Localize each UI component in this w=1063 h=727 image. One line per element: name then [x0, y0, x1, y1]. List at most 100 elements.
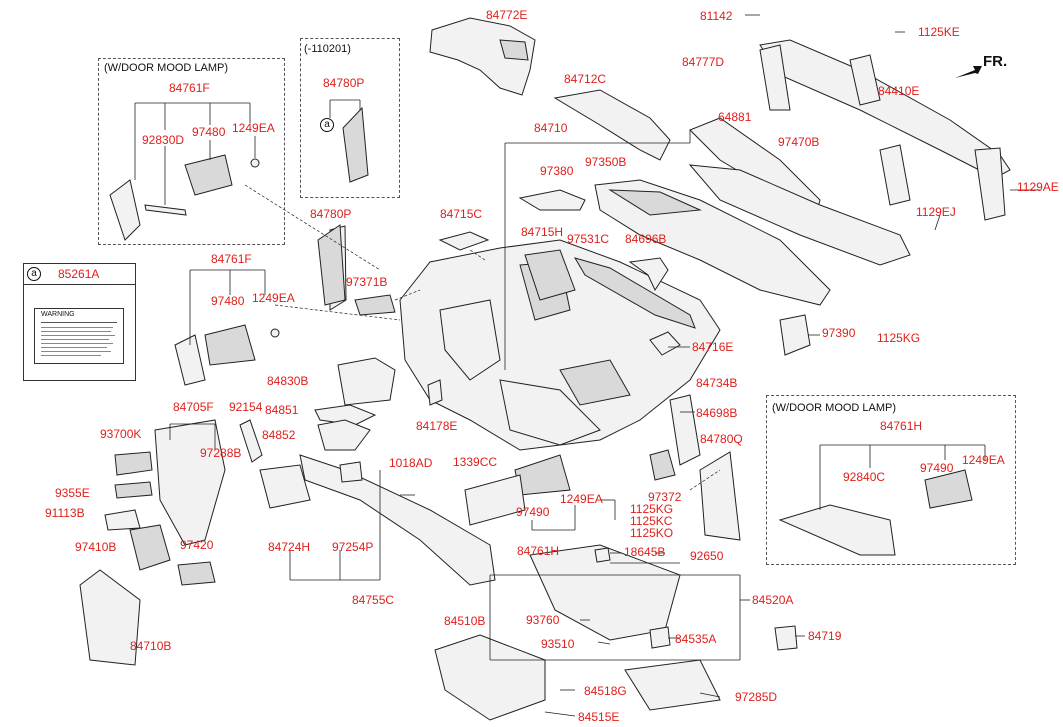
part-label-84710B[interactable]: 84710B	[130, 639, 172, 653]
mood-lamp-right-box	[766, 395, 1016, 565]
part-97420-vent	[177, 561, 216, 586]
part-label-84705F[interactable]: 84705F	[173, 400, 214, 414]
part-label-97470B[interactable]: 97470B	[778, 135, 820, 149]
part-label-93510[interactable]: 93510	[541, 637, 575, 651]
part-label-97288B[interactable]: 97288B	[200, 446, 242, 460]
part-label-97480-upper[interactable]: 97480	[192, 125, 226, 139]
part-label-97371B[interactable]: 97371B	[346, 275, 388, 289]
part-label-92154[interactable]: 92154	[229, 400, 263, 414]
part-label-84712C[interactable]: 84712C	[564, 72, 607, 86]
mood-lamp-right-title: (W/DOOR MOOD LAMP)	[772, 402, 897, 414]
part-label-84761H-right[interactable]: 84761H	[880, 419, 923, 433]
part-label-1129EJ[interactable]: 1129EJ	[916, 205, 956, 219]
part-label-84755C[interactable]: 84755C	[352, 593, 395, 607]
part-label-97420[interactable]: 97420	[180, 538, 214, 552]
part-label-92650[interactable]: 92650	[690, 549, 724, 563]
part-97380-shape	[518, 189, 586, 211]
part-label-84710[interactable]: 84710	[534, 121, 568, 135]
part-label-1249EA-right[interactable]: 1249EA	[962, 453, 1005, 467]
part-label-93760[interactable]: 93760	[526, 613, 560, 627]
part-label-84698B[interactable]: 84698B	[696, 406, 738, 420]
part-label-84734B[interactable]: 84734B	[696, 376, 738, 390]
part-84715C-shape	[438, 231, 490, 251]
part-label-92840C[interactable]: 92840C	[843, 470, 886, 484]
part-label-84772E[interactable]: 84772E	[486, 8, 528, 22]
part-84410E-crossbar	[759, 39, 1011, 179]
part-label-84510B[interactable]: 84510B	[444, 614, 486, 628]
part-97390-duct	[779, 314, 811, 356]
part-label-84780P-mid[interactable]: 84780P	[310, 207, 352, 221]
part-label-84780Q[interactable]: 84780Q	[700, 432, 743, 446]
part-label-1125KO[interactable]: 1125KO	[630, 526, 674, 540]
part-97480-vent-mid	[204, 324, 256, 366]
part-84780P-mid	[317, 224, 346, 306]
front-direction-arrow	[955, 66, 982, 78]
part-label-84780P-early[interactable]: 84780P	[323, 76, 365, 90]
part-label-97285D[interactable]: 97285D	[735, 690, 778, 704]
part-label-1249EA-upper[interactable]: 1249EA	[232, 121, 275, 135]
part-label-84515E[interactable]: 84515E	[578, 710, 620, 724]
part-label-1249EA-low[interactable]: 1249EA	[560, 492, 603, 506]
part-label-97350B[interactable]: 97350B	[585, 155, 627, 169]
part-label-97254P[interactable]: 97254P	[332, 540, 374, 554]
part-label-97480-mid[interactable]: 97480	[211, 294, 245, 308]
part-label-84761H-low[interactable]: 84761H	[517, 544, 560, 558]
part-label-9355E[interactable]: 9355E	[55, 486, 90, 500]
part-label-84761F-upper[interactable]: 84761F	[169, 81, 210, 95]
part-label-18645B[interactable]: 18645B	[624, 545, 666, 559]
part-97490-vent-low	[514, 454, 571, 496]
part-label-84518G[interactable]: 84518G	[584, 684, 627, 698]
warning-part-number[interactable]: 85261A	[58, 267, 100, 281]
early-marker: a	[320, 118, 334, 132]
part-label-84716E[interactable]: 84716E	[692, 340, 734, 354]
warning-label-header	[23, 263, 136, 285]
part-label-84715C[interactable]: 84715C	[440, 207, 483, 221]
part-label-97380[interactable]: 97380	[540, 164, 574, 178]
dashed-connection-lines	[244, 184, 721, 491]
mood-lamp-left-box	[98, 58, 285, 245]
part-84712C-shape	[553, 89, 671, 161]
part-label-64881[interactable]: 64881	[718, 110, 752, 124]
part-84755C-lower-cover	[299, 454, 496, 586]
part-label-84410E[interactable]: 84410E	[878, 84, 920, 98]
part-label-84761F-mid[interactable]: 84761F	[211, 252, 252, 266]
part-label-84715H[interactable]: 84715H	[521, 225, 564, 239]
part-84510B-glove-box	[434, 634, 546, 721]
part-label-1125KE[interactable]: 1125KE	[918, 25, 960, 39]
part-label-1249EA-mid[interactable]: 1249EA	[252, 291, 295, 305]
part-label-84696B[interactable]: 84696B	[625, 232, 667, 246]
warning-label-sticker: WARNING	[34, 308, 124, 364]
part-label-84719[interactable]: 84719	[808, 629, 842, 643]
part-label-97372[interactable]: 97372	[648, 490, 682, 504]
part-97410B-vent	[129, 524, 171, 571]
part-label-97531C[interactable]: 97531C	[567, 232, 610, 246]
part-label-97490-right[interactable]: 97490	[920, 461, 954, 475]
part-label-1125KG-right[interactable]: 1125KG	[877, 331, 921, 345]
part-label-1339CC[interactable]: 1339CC	[453, 455, 498, 469]
part-label-84852[interactable]: 84852	[262, 428, 296, 442]
part-label-97410B[interactable]: 97410B	[75, 540, 117, 554]
part-label-84777D[interactable]: 84777D	[682, 55, 725, 69]
part-label-84830B[interactable]: 84830B	[267, 374, 309, 388]
part-label-97490-low[interactable]: 97490	[516, 505, 550, 519]
part-label-91113B[interactable]: 91113B	[45, 506, 85, 520]
early-group-title: (-110201)	[304, 43, 351, 55]
part-label-84520A[interactable]: 84520A	[752, 593, 794, 607]
part-97480-vent-upper	[184, 154, 233, 196]
part-label-84724H[interactable]: 84724H	[268, 540, 311, 554]
part-label-84178E[interactable]: 84178E	[416, 419, 458, 433]
part-label-1129AE[interactable]: 1129AE	[1017, 180, 1059, 194]
part-label-1125KC[interactable]: 1125KC	[630, 514, 673, 528]
part-label-81142[interactable]: 81142	[700, 9, 733, 23]
front-direction-label: FR.	[983, 53, 1008, 70]
part-84780P-early	[342, 106, 369, 183]
part-label-84535A[interactable]: 84535A	[675, 632, 717, 646]
part-label-93700K[interactable]: 93700K	[100, 427, 142, 441]
part-label-1018AD[interactable]: 1018AD	[389, 456, 433, 470]
part-label-84851[interactable]: 84851	[265, 403, 299, 417]
part-label-97390[interactable]: 97390	[822, 326, 856, 340]
part-label-92830D[interactable]: 92830D	[142, 133, 185, 147]
part-label-1125KG-low[interactable]: 1125KG	[630, 502, 674, 516]
